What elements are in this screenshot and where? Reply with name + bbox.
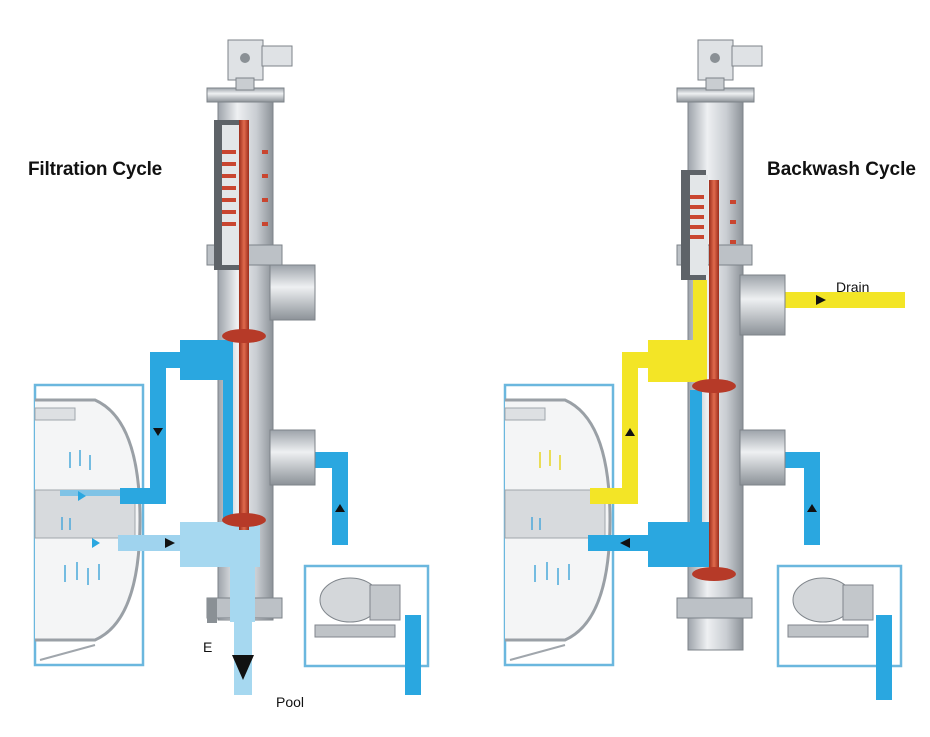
filter-tank-right bbox=[503, 383, 615, 667]
filtration-title: Filtration Cycle bbox=[28, 159, 162, 180]
valve-e-label: E bbox=[203, 639, 212, 655]
valve-body-right bbox=[648, 39, 786, 651]
filter-supply-pipe-left bbox=[78, 352, 180, 504]
filter-tank-left bbox=[33, 383, 145, 667]
drain-pipe-right bbox=[775, 292, 905, 308]
backwash-title: Backwash Cycle bbox=[767, 159, 916, 180]
backwash-panel: Backwash Cycle Drain bbox=[503, 39, 916, 700]
valve-body-left bbox=[180, 39, 316, 695]
pump-right bbox=[776, 564, 903, 668]
filtration-panel: Filtration Cycle Pool E bbox=[28, 39, 430, 710]
filter-waste-pipe-right bbox=[588, 352, 650, 551]
pool-label: Pool bbox=[276, 694, 304, 710]
filter-return-pipe-left bbox=[92, 535, 180, 551]
pump-left bbox=[303, 564, 430, 668]
inlet-pipe-left bbox=[300, 452, 421, 695]
drain-label: Drain bbox=[836, 279, 869, 295]
